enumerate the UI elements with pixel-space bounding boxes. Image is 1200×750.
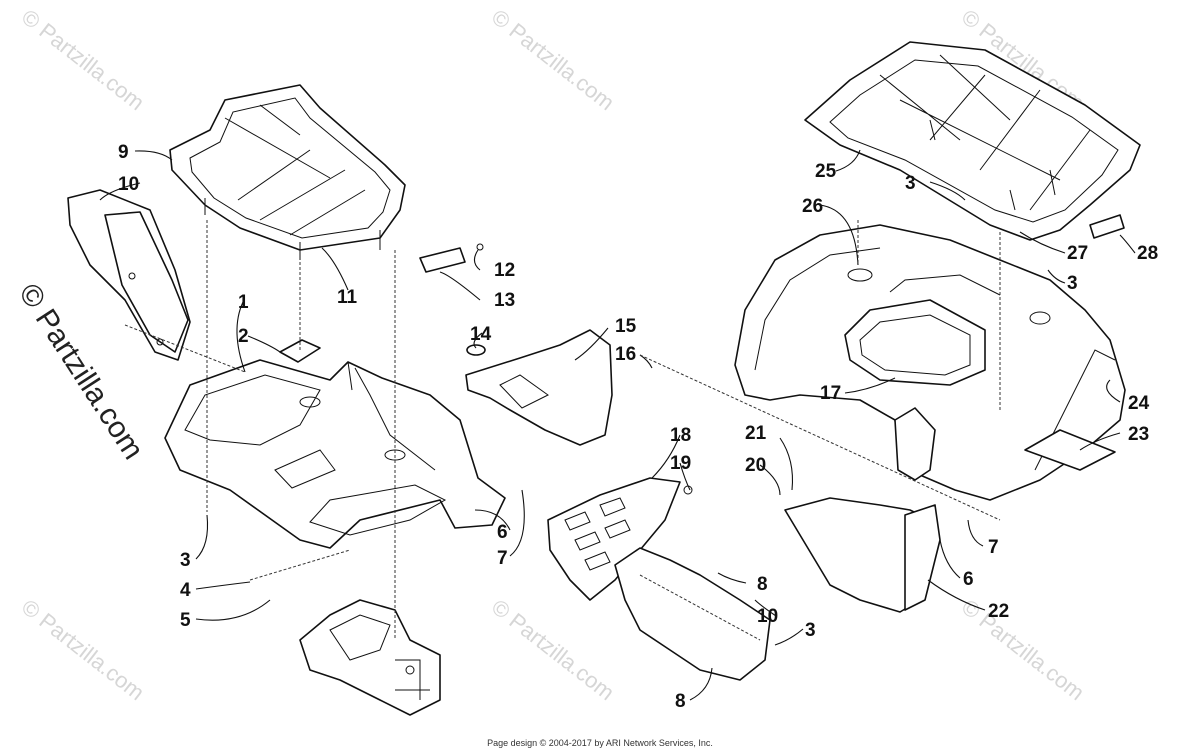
callout-6[interactable]: 6 bbox=[963, 569, 974, 590]
callout-12[interactable]: 12 bbox=[494, 260, 515, 281]
watermark: © Partzilla.com bbox=[487, 594, 619, 705]
callout-10[interactable]: 10 bbox=[757, 606, 778, 627]
callout-17[interactable]: 17 bbox=[820, 383, 841, 404]
callout-15[interactable]: 15 bbox=[615, 316, 637, 337]
callout-16[interactable]: 16 bbox=[615, 344, 636, 365]
callout-7[interactable]: 7 bbox=[497, 548, 508, 569]
callout-22[interactable]: 22 bbox=[988, 601, 1009, 622]
callout-26[interactable]: 3 bbox=[905, 173, 916, 194]
leader-lines bbox=[99, 149, 1136, 701]
callout-19[interactable]: 19 bbox=[670, 453, 691, 474]
callout-3[interactable]: 3 bbox=[805, 620, 816, 641]
callout-27[interactable]: 27 bbox=[1067, 243, 1088, 264]
callout-21[interactable]: 21 bbox=[745, 423, 767, 444]
callout-10[interactable]: 10 bbox=[118, 174, 139, 195]
front-reflector bbox=[419, 243, 484, 273]
callout-25[interactable]: 25 bbox=[815, 161, 837, 182]
access-cap bbox=[279, 339, 321, 363]
front-rack bbox=[169, 84, 406, 260]
callout-4[interactable]: 4 bbox=[180, 580, 191, 601]
footer-copyright: Page design © 2004-2017 by ARI Network S… bbox=[487, 738, 713, 748]
watermark: © Partzilla.com bbox=[17, 594, 149, 705]
callout-28[interactable]: 28 bbox=[1137, 243, 1158, 264]
watermark: © Partzilla.com bbox=[487, 4, 619, 115]
rear-rack bbox=[804, 41, 1141, 241]
rear-footwell bbox=[784, 497, 941, 613]
callout-24[interactable]: 24 bbox=[1128, 393, 1150, 414]
callout-8[interactable]: 8 bbox=[757, 574, 768, 595]
footwell-lower-panel bbox=[614, 547, 771, 681]
side-panel-left bbox=[67, 189, 191, 361]
callout-23[interactable]: 23 bbox=[1128, 424, 1149, 445]
rear-fender bbox=[734, 224, 1126, 501]
rear-decal bbox=[1024, 429, 1116, 471]
callout-2[interactable]: 2 bbox=[238, 326, 249, 347]
callout-7[interactable]: 7 bbox=[988, 537, 999, 558]
callout-9[interactable]: 9 bbox=[118, 142, 129, 163]
callout-13[interactable]: 13 bbox=[494, 290, 515, 311]
callout-18[interactable]: 18 bbox=[670, 425, 691, 446]
callout-14[interactable]: 14 bbox=[470, 324, 492, 345]
callout-3[interactable]: 26 bbox=[802, 196, 823, 217]
callout-11[interactable]: 11 bbox=[337, 287, 358, 308]
watermark: © Partzilla.com bbox=[17, 4, 149, 115]
callout-6[interactable]: 6 bbox=[497, 522, 508, 543]
callout-1[interactable]: 1 bbox=[238, 292, 249, 313]
callout-8[interactable]: 8 bbox=[675, 691, 686, 712]
callout-20[interactable]: 20 bbox=[745, 455, 766, 476]
callout-5[interactable]: 5 bbox=[180, 610, 191, 631]
mounting-bracket bbox=[299, 599, 441, 716]
callout-labels: 9 10 1 2 3 4 5 6 7 11 12 13 14 15 16 18 … bbox=[118, 142, 1158, 712]
rear-mudflap bbox=[894, 407, 936, 481]
watermark: © Partzilla.com bbox=[957, 594, 1089, 705]
front-fender bbox=[164, 359, 506, 549]
callout-3[interactable]: 3 bbox=[1067, 273, 1078, 294]
callout-3[interactable]: 3 bbox=[180, 550, 191, 571]
side-panel-center bbox=[465, 329, 613, 446]
